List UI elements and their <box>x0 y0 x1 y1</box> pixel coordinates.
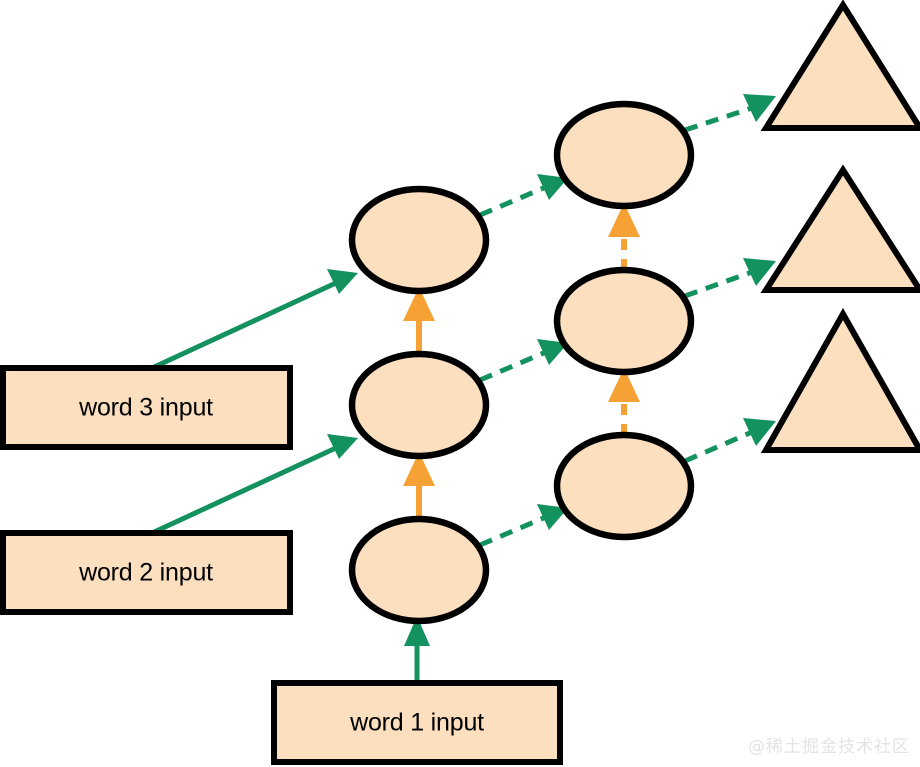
arrowhead-orange-icon <box>608 203 640 237</box>
input-box-2[interactable]: word 2 input <box>0 530 293 615</box>
watermark: @稀土掘金技术社区 <box>748 737 910 757</box>
edge-enc-t1-to-dec-t1 <box>479 504 568 548</box>
edge-input3-to-enc-t3 <box>150 269 358 371</box>
input-layer: word 3 input word 2 input word 1 input <box>0 365 563 765</box>
arrowhead-green-icon <box>327 434 358 459</box>
input-box-2-label: word 2 input <box>78 559 213 587</box>
edge-dec-t1-to-out-1 <box>684 418 776 464</box>
hidden-node-enc-t2[interactable] <box>348 350 490 460</box>
hidden-node-enc-t1[interactable] <box>348 515 490 625</box>
edge-layer <box>150 94 776 683</box>
input-box-3-label: word 3 input <box>78 394 213 422</box>
arrowhead-orange-icon <box>608 368 640 402</box>
arrowhead-green-icon <box>327 269 358 294</box>
arrowhead-green-icon <box>537 504 568 530</box>
input-box-1-label: word 1 input <box>349 709 484 737</box>
hidden-node-dec-t1[interactable] <box>553 431 695 541</box>
hidden-node-dec-t3[interactable] <box>553 100 695 210</box>
input-box-3[interactable]: word 3 input <box>0 365 293 450</box>
arrowhead-green-icon <box>743 418 776 446</box>
arrowhead-orange-icon <box>403 287 435 321</box>
edge-dec-t2-to-out-2 <box>684 258 776 299</box>
edge-enc-t2-to-dec-t2 <box>479 339 568 383</box>
edge-dec-t3-to-out-3 <box>684 94 776 133</box>
hidden-node-enc-t3[interactable] <box>348 185 490 295</box>
hidden-node-layer <box>348 100 695 625</box>
input-box-1[interactable]: word 1 input <box>271 680 563 765</box>
arrowhead-green-icon <box>743 258 776 286</box>
output-triangle-1[interactable] <box>760 307 920 453</box>
output-layer <box>760 0 920 453</box>
arrowhead-green-icon <box>537 339 568 365</box>
edge-enc-t1-to-enc-t2 <box>403 452 435 519</box>
output-triangle-3[interactable] <box>760 0 920 131</box>
output-triangle-2[interactable] <box>760 164 920 293</box>
arrowhead-orange-icon <box>403 452 435 486</box>
edge-dec-t1-to-dec-t2 <box>608 368 640 435</box>
edge-enc-t3-to-dec-t3 <box>479 174 568 218</box>
arrowhead-green-icon <box>404 616 430 646</box>
edge-input1-to-enc-t1 <box>404 616 430 683</box>
edge-enc-t2-to-enc-t3 <box>403 287 435 354</box>
edge-input2-to-enc-t2 <box>150 434 358 536</box>
arrowhead-green-icon <box>537 174 568 200</box>
arrowhead-green-icon <box>743 94 776 122</box>
hidden-node-dec-t2[interactable] <box>553 266 695 376</box>
edge-dec-t2-to-dec-t3 <box>608 203 640 270</box>
